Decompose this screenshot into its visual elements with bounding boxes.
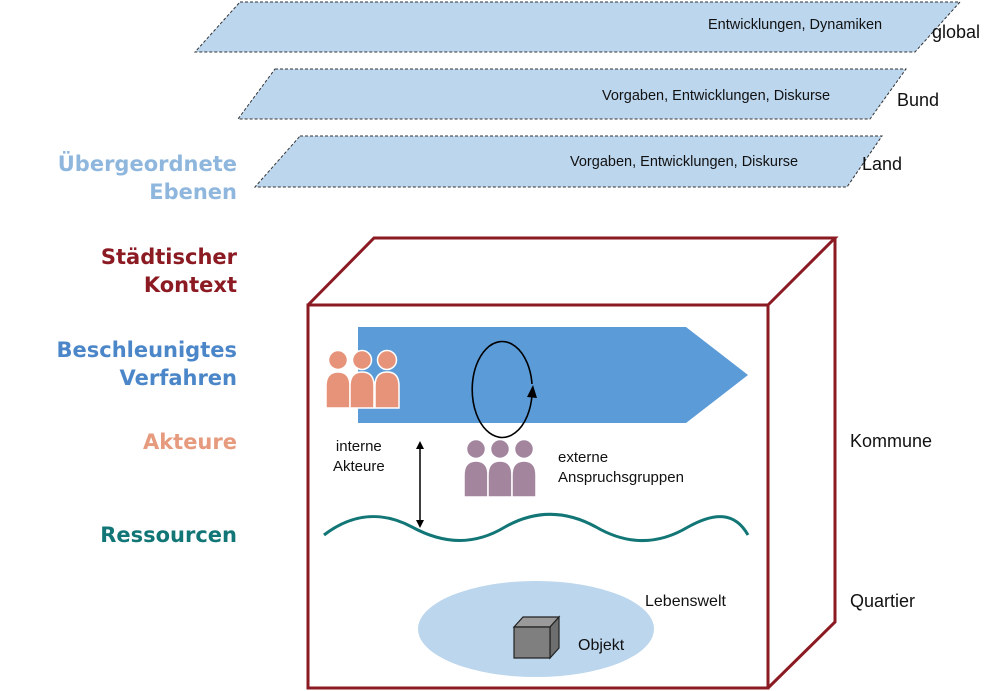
cycle-icon bbox=[471, 340, 537, 439]
internal-actors-line2: Akteure bbox=[333, 458, 385, 475]
external-actor-figure-3 bbox=[511, 438, 537, 498]
label-verfahren-line1: Beschleunigtes bbox=[56, 338, 238, 362]
internal-actor-figure-1 bbox=[325, 349, 351, 409]
plane-global-text: Entwicklungen, Dynamiken bbox=[708, 17, 883, 33]
double-arrow-icon bbox=[416, 441, 424, 528]
label-staedtisch-line1: Städtischer bbox=[100, 245, 237, 269]
plane-land-text: Vorgaben, Entwicklungen, Diskurse bbox=[570, 154, 799, 170]
level-label-global: global bbox=[932, 22, 981, 42]
label-staedtischer-kontext: Städtischer Kontext bbox=[101, 243, 237, 299]
plane-bund bbox=[237, 68, 907, 120]
internal-actor-figure-3 bbox=[374, 349, 400, 409]
plane-land bbox=[253, 135, 883, 188]
plane-global bbox=[193, 1, 962, 53]
level-label-land: Land bbox=[862, 154, 903, 174]
city-context-box bbox=[306, 236, 839, 690]
label-staedtisch-line2: Kontext bbox=[143, 273, 237, 297]
label-ressourcen-line1: Ressourcen bbox=[100, 523, 237, 547]
resources-wave bbox=[323, 512, 750, 542]
label-uebergeordnete-ebenen: Übergeordnete Ebenen bbox=[58, 150, 237, 206]
internal-actors-line1: interne bbox=[335, 438, 382, 455]
internal-actors-icon bbox=[325, 349, 400, 409]
quartier-label: Quartier bbox=[850, 591, 916, 611]
external-actor-figure-2 bbox=[487, 438, 513, 498]
external-actor-figure-1 bbox=[463, 438, 489, 498]
object-cube-icon bbox=[512, 615, 561, 660]
external-actors-icon bbox=[463, 438, 537, 498]
label-akteure: Akteure bbox=[143, 428, 237, 456]
accelerated-process-arrow bbox=[358, 327, 748, 423]
kommune-label: Kommune bbox=[850, 431, 933, 451]
lebenswelt-label: Lebenswelt bbox=[645, 593, 726, 610]
external-actors-line2: Anspruchsgruppen bbox=[558, 469, 684, 486]
label-akteure-line1: Akteure bbox=[142, 430, 237, 454]
label-ressourcen: Ressourcen bbox=[100, 521, 237, 549]
external-actors-line1: externe bbox=[558, 449, 609, 466]
label-uebergeordnete-line2: Ebenen bbox=[149, 180, 237, 204]
label-verfahren-line2: Verfahren bbox=[119, 366, 237, 390]
box-side-face bbox=[766, 238, 837, 690]
internal-actor-figure-2 bbox=[349, 349, 375, 409]
external-actors-label: externe Anspruchsgruppen bbox=[558, 448, 684, 488]
objekt-label: Objekt bbox=[578, 637, 625, 654]
label-beschleunigtes-verfahren: Beschleunigtes Verfahren bbox=[57, 336, 238, 392]
level-label-bund: Bund bbox=[897, 90, 940, 110]
plane-bund-text: Vorgaben, Entwicklungen, Diskurse bbox=[602, 88, 831, 104]
internal-actors-label: interne Akteure bbox=[333, 437, 385, 477]
box-top-face bbox=[306, 236, 839, 307]
label-uebergeordnete-line1: Übergeordnete bbox=[57, 152, 237, 176]
